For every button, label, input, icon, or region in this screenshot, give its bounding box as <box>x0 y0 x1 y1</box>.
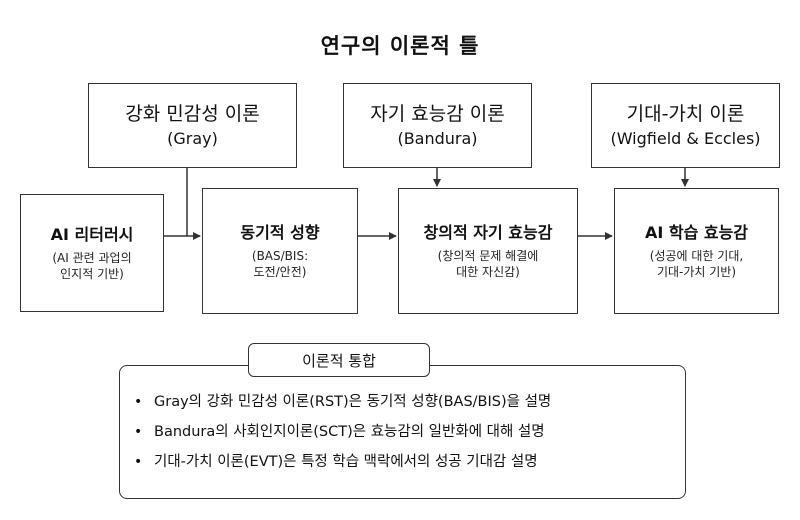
bullet-icon: • <box>134 394 143 410</box>
theory-box-bandura: 자기 효능감 이론 (Bandura) <box>343 83 532 168</box>
theory-name: 강화 민감성 이론 <box>125 102 260 125</box>
list-item: • 기대-가치 이론(EVT)은 특정 학습 맥락에서의 성공 기대감 설명 <box>134 454 675 470</box>
stage-desc: 기대-가치 기반) <box>656 265 737 279</box>
theory-name: 기대-가치 이론 <box>626 102 745 125</box>
list-item: • Bandura의 사회인지이론(SCT)은 효능감의 일반화에 대해 설명 <box>134 424 675 440</box>
theory-author: (Gray) <box>167 128 218 148</box>
integration-list: • Gray의 강화 민감성 이론(RST)은 동기적 성향(BAS/BIS)을 … <box>134 394 675 484</box>
list-item-text: Gray의 강화 민감성 이론(RST)은 동기적 성향(BAS/BIS)을 설… <box>154 394 552 410</box>
stage-desc: (성공에 대한 기대, <box>649 249 744 263</box>
stage-box-ai-learning-efficacy: AI 학습 효능감 (성공에 대한 기대, 기대-가치 기반) <box>614 188 779 314</box>
stage-box-motivation: 동기적 성향 (BAS/BIS: 도전/안전) <box>202 188 358 314</box>
stage-desc: 인지적 기반) <box>60 267 124 281</box>
integration-box: • Gray의 강화 민감성 이론(RST)은 동기적 성향(BAS/BIS)을 … <box>119 365 686 499</box>
bullet-icon: • <box>134 454 143 470</box>
stage-desc: (AI 관련 과업의 <box>52 251 132 265</box>
theory-box-gray: 강화 민감성 이론 (Gray) <box>88 83 297 168</box>
stage-name: AI 리터러시 <box>50 225 134 244</box>
stage-name: 창의적 자기 효능감 <box>423 223 553 242</box>
theory-author: (Bandura) <box>397 128 478 148</box>
list-item: • Gray의 강화 민감성 이론(RST)은 동기적 성향(BAS/BIS)을 … <box>134 394 675 410</box>
theory-box-expectancy-value: 기대-가치 이론 (Wigfield & Eccles) <box>591 83 780 168</box>
stage-box-creative-self-efficacy: 창의적 자기 효능감 (창의적 문제 해결에 대한 자신감) <box>398 188 578 314</box>
stage-box-ai-literacy: AI 리터러시 (AI 관련 과업의 인지적 기반) <box>20 194 164 312</box>
bullet-icon: • <box>134 424 143 440</box>
stage-desc: (BAS/BIS: <box>251 249 309 263</box>
integration-header: 이론적 통합 <box>248 343 430 377</box>
list-item-text: Bandura의 사회인지이론(SCT)은 효능감의 일반화에 대해 설명 <box>154 424 545 440</box>
stage-desc: 도전/안전) <box>253 265 307 279</box>
stage-name: AI 학습 효능감 <box>644 223 749 242</box>
theory-name: 자기 효능감 이론 <box>370 102 505 125</box>
stage-name: 동기적 성향 <box>240 223 320 242</box>
list-item-text: 기대-가치 이론(EVT)은 특정 학습 맥락에서의 성공 기대감 설명 <box>154 454 538 470</box>
theory-author: (Wigfield & Eccles) <box>610 128 761 148</box>
diagram-title: 연구의 이론적 틀 <box>320 34 480 58</box>
stage-desc: (창의적 문제 해결에 <box>437 249 539 263</box>
stage-desc: 대한 자신감) <box>456 265 520 279</box>
